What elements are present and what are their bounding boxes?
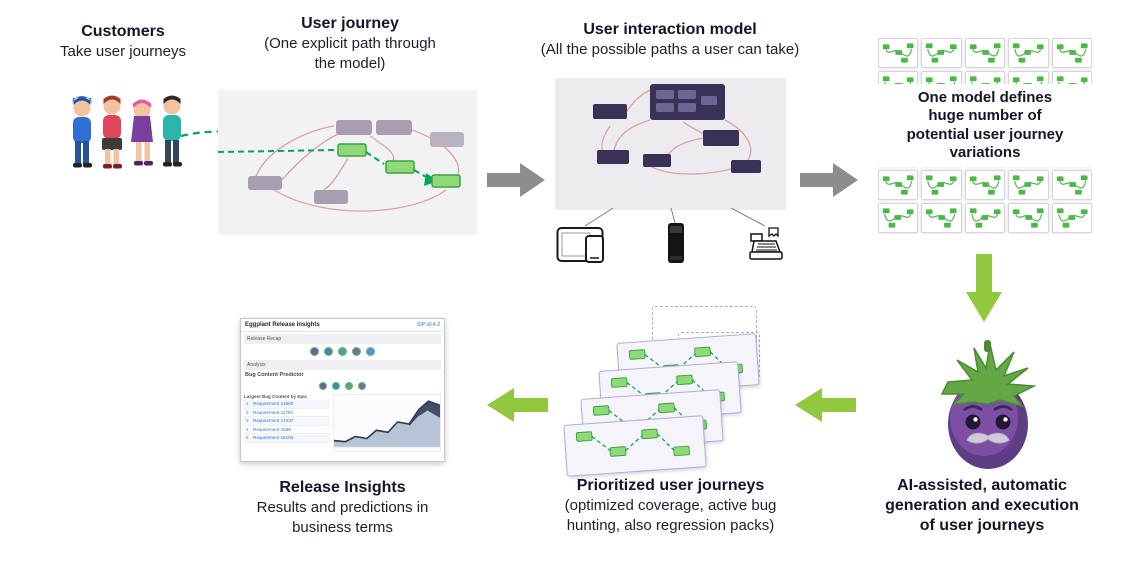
prioritized-journeys-stack: [560, 300, 775, 477]
gauge-icon: [324, 347, 333, 356]
table-row: 4 Requirement 1538: [244, 426, 330, 434]
user-journey-model-graphic: [218, 120, 464, 212]
flow-arrow-left-icon: [795, 388, 856, 422]
model-thumbnail: [878, 38, 919, 68]
dashboard-header-link: SIP v0.4.2: [417, 322, 440, 328]
person-icon: [102, 95, 122, 169]
prioritized-title: Prioritized user journeys: [576, 477, 765, 494]
model-thumbnail: [1051, 38, 1092, 68]
flow-arrow-down-icon: [966, 254, 1002, 322]
row-rank: 2: [246, 409, 249, 415]
interaction-model-graphic: [593, 84, 761, 175]
model-thumbnail: [1051, 170, 1092, 200]
interaction-model-subtitle: (All the possible paths a user can take): [540, 41, 800, 59]
smart-speaker-icon: [668, 223, 684, 263]
table-row: 2 Requirement 11793: [244, 409, 330, 417]
model-thumbnail: [921, 203, 962, 233]
requirement-link: Requirement 11793: [253, 409, 294, 415]
person-icon: [131, 99, 153, 166]
model-thumbnail: [1051, 203, 1092, 233]
gauge-icon: [319, 382, 327, 390]
person-icon: [163, 95, 182, 167]
release-insights-caption: Release Insights Results and predictions…: [240, 478, 445, 537]
model-thumbnail: [878, 203, 919, 233]
gauge-icon: [345, 382, 353, 390]
release-insights-screenshot: Eggplant Release Insights SIP v0.4.2 Rel…: [240, 318, 445, 462]
release-insights-title: Release Insights: [279, 479, 406, 496]
variations-text: One model defines huge number of potenti…: [906, 89, 1064, 161]
ai-generation-text: AI-assisted, automatic generation and ex…: [885, 477, 1079, 534]
interaction-model-caption: User interaction model (All the possible…: [505, 20, 835, 60]
interaction-model-diagram: [555, 78, 786, 210]
cash-register-icon: [749, 227, 783, 260]
customers-illustration: [72, 95, 182, 169]
table-title: Largest Bug Content by Epic: [244, 394, 308, 399]
release-insights-subtitle: Results and predictions in business term…: [256, 499, 429, 536]
prioritized-caption: Prioritized user journeys (optimized cov…: [528, 476, 813, 535]
table-row: 3 Requirement 17437: [244, 417, 330, 426]
tablet-icon: [556, 227, 604, 263]
model-thumbnail: [921, 38, 962, 68]
gauge-icon: [310, 347, 319, 356]
model-thumbnail: [1008, 203, 1049, 233]
user-journey-title: User journey: [301, 15, 399, 32]
flow-arrow-right-icon: [800, 163, 858, 197]
table-row: 1 Requirement 14680: [244, 400, 330, 409]
bug-content-area-chart: [333, 394, 441, 452]
gauge-icon: [332, 382, 340, 390]
customers-title: Customers: [81, 23, 165, 40]
row-rank: 1: [246, 401, 249, 406]
dashboard-title: Eggplant Release Insights: [245, 322, 320, 328]
model-thumbnail: [1008, 38, 1049, 68]
model-thumbnail: [1008, 170, 1049, 200]
requirement-link: Requirement 16153: [253, 435, 294, 440]
requirement-link: Requirement 1538: [253, 426, 291, 432]
gauge-icon: [358, 382, 366, 390]
prioritized-journey-card: [563, 415, 707, 477]
customers-subtitle: Take user journeys: [60, 43, 186, 61]
dashboard-predictor-label: Bug Content Predictor: [245, 372, 304, 378]
row-rank: 4: [246, 426, 249, 432]
eggplant-mascot-icon: [940, 340, 1037, 469]
dashboard-header: Eggplant Release Insights SIP v0.4.2: [241, 319, 444, 332]
row-rank: 3: [246, 418, 249, 423]
dashboard-analysis-bar: Analysis: [244, 360, 441, 370]
user-journey-diagram: [218, 90, 477, 235]
row-rank: 5: [246, 435, 249, 440]
flow-arrow-left-icon: [487, 388, 548, 422]
gauge-icon: [366, 347, 375, 356]
interaction-model-title: User interaction model: [583, 21, 757, 38]
model-thumbnail: [964, 170, 1006, 200]
gauge-icon: [338, 347, 347, 356]
dashboard-gauge-row: [241, 344, 444, 358]
prioritized-subtitle: (optimized coverage, active bug hunting,…: [564, 497, 777, 534]
device-connector-lines: [584, 208, 766, 227]
user-journey-caption: User journey (One explicit path through …: [230, 14, 470, 73]
customers-caption: Customers Take user journeys: [20, 22, 226, 62]
table-row: 5 Requirement 16153: [244, 434, 330, 443]
dashboard-gauge-row: [241, 379, 444, 392]
model-variations: One model defines huge number of potenti…: [870, 38, 1100, 238]
person-icon: [72, 96, 92, 168]
requirement-link: Requirement 14680: [253, 401, 294, 406]
ai-generation-caption: AI-assisted, automatic generation and ex…: [852, 476, 1112, 536]
variations-caption: One model defines huge number of potenti…: [870, 84, 1100, 168]
model-thumbnail: [964, 38, 1006, 68]
model-thumbnail: [878, 170, 919, 200]
dashboard-release-recap-bar: Release Recap: [244, 334, 441, 344]
user-journey-subtitle: (One explicit path through the model): [264, 35, 436, 72]
requirement-link: Requirement 17437: [253, 418, 294, 423]
model-thumbnail: [964, 203, 1006, 233]
model-thumbnail: [921, 170, 962, 200]
gauge-icon: [352, 347, 361, 356]
flow-arrow-right-icon: [487, 163, 545, 197]
